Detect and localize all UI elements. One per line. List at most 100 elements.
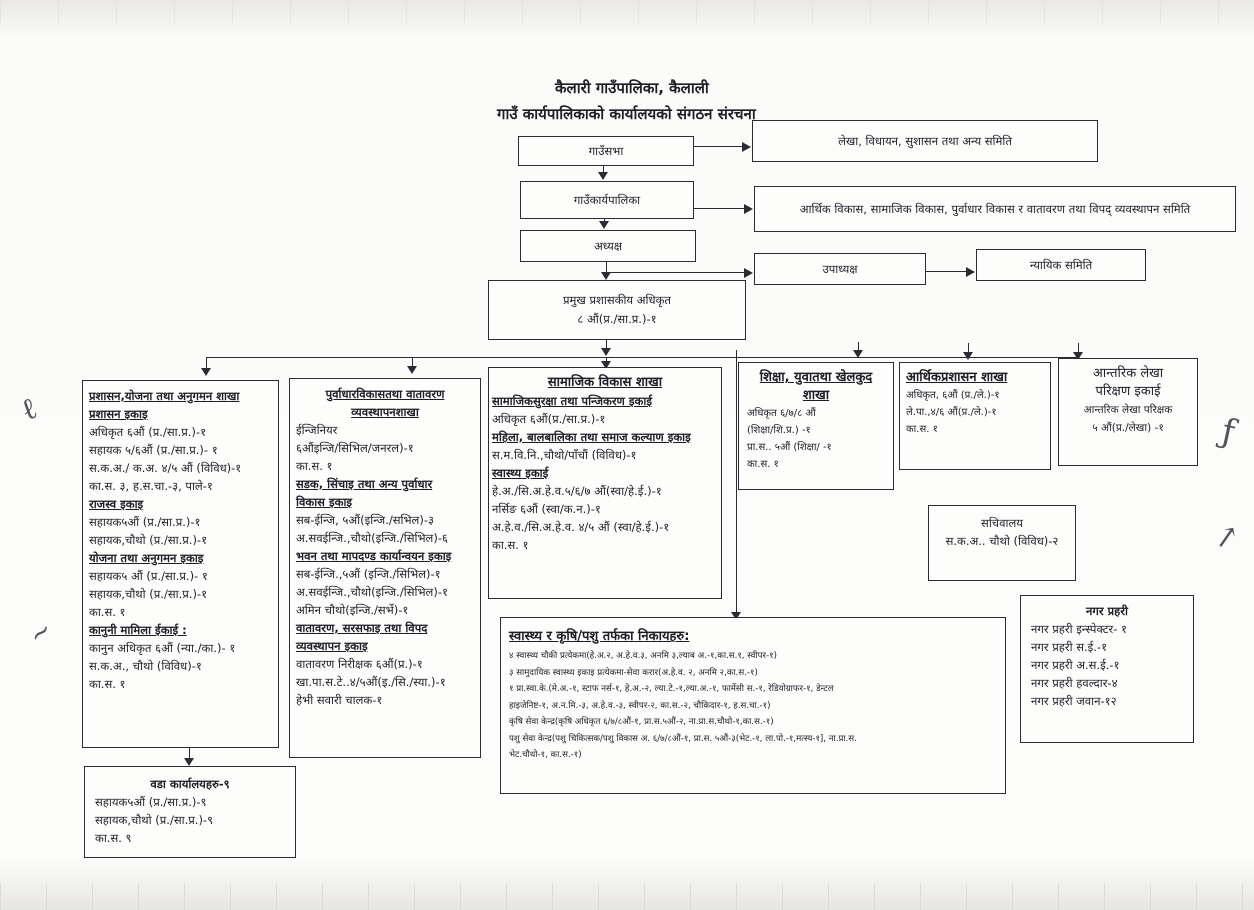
line-item: का.स. ३, ह.स.चा.-३, पाले-१: [89, 479, 213, 493]
arrow-right: [744, 268, 753, 278]
line-item: कानुन अधिकृत ६औं (न्या./का.)- १: [89, 641, 236, 655]
line-item: नगर प्रहरी अ.स.ई.-१: [1031, 658, 1120, 672]
line-item: कृषि सेवा केन्द्र(कृषि अधिकृत ६/७/८औं-१,…: [509, 717, 774, 727]
line-item: पशु सेवा केन्द्र(पशु चिकित्सक/पशु विकास …: [509, 733, 857, 744]
line-item: सडक, सिंचाइ तथा अन्य पुर्वाधार: [296, 477, 433, 491]
prashasan-branch-box: प्रशासन,योजना तथा अनुगमन शाखा प्रशासन इक…: [82, 380, 279, 748]
chart-title-line1: कैलारी गाउँपालिका, कैलाली: [555, 79, 709, 97]
line-item: का.स. ९: [95, 831, 132, 845]
arrow-down: [201, 368, 211, 376]
connector: [606, 357, 608, 363]
line-item: वातावरण निरीक्षक ६औं(प्र.)-१: [296, 657, 423, 671]
committee-label-2: आर्थिक विकास, सामाजिक विकास, पुर्वाधार व…: [799, 202, 1191, 216]
cao-level: ८ औं(प्र./सा.प्र.)-१: [577, 312, 657, 326]
line-item: ईन्जिनियर: [296, 423, 338, 437]
paper-top-edge: [0, 0, 1254, 22]
arthik-branch-title: आर्थिकप्रशासन शाखा: [906, 370, 1008, 385]
line-item: योजना तथा अनुगमन इकाइ: [89, 551, 204, 565]
lekha-parikshan-line-1: आन्तरिक लेखा परिक्षक: [1083, 404, 1173, 416]
connector: [694, 146, 742, 148]
arrow-right: [966, 267, 975, 277]
arrow-down: [598, 172, 608, 180]
line-item: का.स. १: [747, 459, 779, 470]
gaunsabha-box: गाउँसभा: [518, 136, 694, 166]
swasthya-krishi-box: स्वास्थ्य र कृषि/पशु तर्फका निकायहरु: ४ …: [500, 617, 1006, 794]
swasthya-krishi-title: स्वास्थ्य र कृषि/पशु तर्फका निकायहरु:: [509, 629, 690, 644]
sachivalaya-line: स.क.अ.. चौथो (विविध)-२: [945, 534, 1059, 548]
sachivalaya-title: सचिवालय: [981, 516, 1023, 530]
line-item: स.म.वि.नि.,चौथो/पाँचौं (विविध)-१: [492, 448, 637, 462]
nagar-prahari-lines: नगर प्रहरी इन्स्पेक्टर- १ नगर प्रहरी स.ई.…: [1031, 620, 1193, 710]
arrow-right: [742, 142, 751, 152]
arrow-down: [184, 758, 194, 766]
connector: [968, 343, 970, 357]
cao-title: प्रमुख प्रशासकीय अधिकृत: [563, 293, 671, 307]
connector: [206, 357, 208, 369]
purwadhar-branch-title-2: व्यवस्थापनशाखा: [351, 405, 419, 419]
connector: [694, 208, 744, 210]
line-item: स.क.अ., चौथो (विविध)-१: [89, 659, 202, 673]
cao-box: प्रमुख प्रशासकीय अधिकृत ८ औं(प्र./सा.प्र…: [488, 280, 746, 340]
samajik-branch-box: सामाजिक विकास शाखा सामाजिकसुरक्षा तथा पन…: [488, 367, 722, 599]
line-item: नगर प्रहरी स.ई.-१: [1031, 640, 1108, 654]
line-item: हेभी सवारी चालक-१: [296, 693, 383, 707]
gaunsabha-label: गाउँसभा: [588, 144, 624, 158]
line-item: अ.हे.व./सि.अ.हे.व. ४/५ औं (स्वा/हे.ई.)-१: [492, 520, 670, 534]
line-item: हाइजेनिष्ट-१, अ.न.मि.-३, अ.हे.व.-३, स्वी…: [509, 700, 771, 711]
arrow-down: [599, 221, 609, 229]
line-item: अधिकृत ६औं(प्र./सा.प्र.)-१: [492, 412, 606, 426]
sachivalaya-box: सचिवालय स.क.अ.. चौथो (विविध)-२: [928, 505, 1076, 581]
line-item: ४ स्वास्थ्य चौकी प्रत्येकमा(हे.अ.२, अ.हे…: [509, 651, 777, 661]
connector: [606, 340, 608, 350]
line-item: अ.सवईन्जि.,चौथो(इन्जि./सिभिल)-१: [296, 585, 448, 599]
line-item: नगर प्रहरी इन्स्पेक्टर- १: [1031, 622, 1128, 636]
connector: [926, 271, 966, 273]
connector: [606, 272, 744, 274]
arrow-down: [601, 361, 611, 369]
line-item: ले.पा.,४/६ औं(प्र./ले.)-१: [906, 407, 997, 418]
nagar-prahari-title: नगर प्रहरी: [1086, 604, 1128, 618]
line-item: विकास इकाइ: [296, 495, 353, 509]
shiksha-branch-title-2: शाखा: [802, 388, 830, 403]
arthik-branch-box: आर्थिकप्रशासन शाखा अधिकृत, ६औं (प्र./ले.…: [899, 362, 1051, 470]
arrow-down: [853, 350, 863, 358]
lekha-parikshan-title-1: आन्तरिक लेखा: [1092, 366, 1164, 381]
connector: [603, 166, 605, 174]
line-item: महिला, बालबालिका तथा समाज कल्याण इकाइ: [492, 430, 691, 444]
line-item: प्रशासन इकाइ: [89, 407, 148, 421]
shiksha-branch-title-1: शिक्षा, युवातथा खेलकुद: [759, 370, 873, 385]
wada-karyalaya-box: वडा कार्यालयहरु-९ सहायक५औं (प्र./सा.प्र.…: [84, 766, 296, 858]
line-item: सहायक५औं (प्र./सा.प्र.)-१: [89, 515, 201, 529]
nyayik-samiti-label: न्यायिक समिति: [1029, 258, 1093, 272]
line-item: सामाजिकसुरक्षा तथा पन्जिकरण इकाई: [492, 394, 652, 408]
line-item: (शिक्षा/शि.प्र.) -१: [747, 425, 811, 436]
line-item: राजस्व इकाइ: [89, 497, 144, 511]
line-item: नगर प्रहरी जवान-१२: [1031, 694, 1117, 708]
line-item: सब-ईन्जि.,५औं (इन्जि./सिभिल)-१: [296, 567, 441, 581]
samajik-lines: सामाजिकसुरक्षा तथा पन्जिकरण इकाई अधिकृत ६…: [492, 392, 721, 554]
paper-bottom-edge: [0, 884, 1254, 910]
purwadhar-branch-title-1: पुर्वाधारविकासतथा वातावरण: [325, 387, 445, 401]
line-item: नर्सिङ ६औं (स्वा/क.न.)-१: [492, 502, 601, 516]
upadhyaksha-box: उपाध्यक्ष: [754, 253, 926, 285]
line-item: हे.अ./सि.अ.हे.व.५/६/७ औं(स्वा/हे.ई.)-१: [492, 484, 662, 498]
upadhyaksha-label: उपाध्यक्ष: [822, 262, 858, 276]
arrow-down: [731, 612, 741, 620]
prashasan-lines: प्रशासन इकाइ अधिकृत ६औं (प्र./सा.प्र.)-१ स…: [89, 405, 278, 693]
connector: [1078, 343, 1080, 357]
lekha-parikshan-box: आन्तरिक लेखा परिक्षण इकाई आन्तरिक लेखा प…: [1058, 358, 1198, 466]
arrow-down: [1073, 352, 1083, 360]
nyayik-samiti-box: न्यायिक समिति: [976, 249, 1146, 281]
purwadhar-branch-box: पुर्वाधारविकासतथा वातावरण व्यवस्थापनशाखा…: [289, 378, 481, 758]
line-item: व्यवस्थापन इकाइ: [296, 639, 368, 653]
arrow-down: [601, 272, 611, 280]
line-item: प्रा.स.. ५औं (शिक्षा/ -१: [747, 442, 832, 453]
connector: [412, 357, 414, 367]
line-item: अधिकृत ६औं (प्र./सा.प्र.)-१: [89, 425, 207, 439]
chart-title-line2: गाउँ कार्यपालिकाको कार्यालयको संगठन संरच…: [497, 105, 756, 123]
line-item: स.क.अ./ क.अ. ४/५ औं (विविध)-१: [89, 461, 242, 475]
line-item: भेट.चौथो-१, का.स.-१): [509, 750, 582, 760]
